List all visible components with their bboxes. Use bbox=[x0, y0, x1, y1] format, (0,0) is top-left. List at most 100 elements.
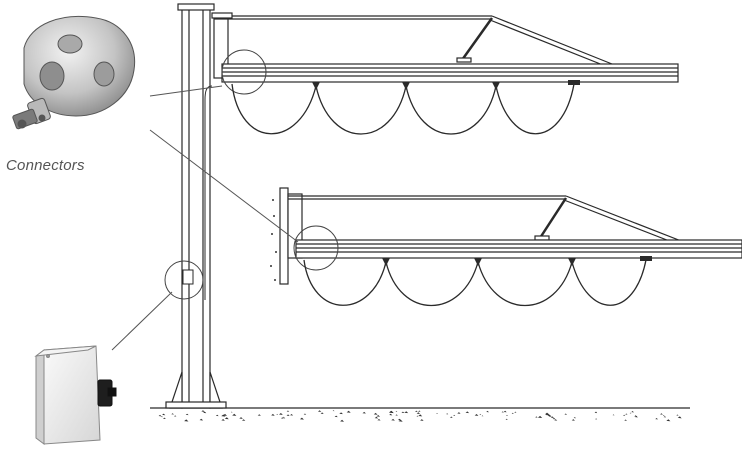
gravel-speck bbox=[282, 416, 285, 418]
column-isolator bbox=[164, 260, 204, 300]
gravel-speck bbox=[554, 419, 558, 421]
gravel-speck bbox=[174, 415, 177, 417]
gravel-speck bbox=[388, 410, 394, 413]
gravel-speck bbox=[332, 410, 335, 412]
gravel-speck bbox=[317, 410, 322, 412]
ground bbox=[150, 407, 690, 422]
gravel-speck bbox=[446, 413, 449, 415]
gravel-speck bbox=[511, 412, 514, 414]
gravel-speck bbox=[362, 411, 366, 414]
gravel-speck bbox=[503, 410, 507, 413]
wall-texture bbox=[270, 199, 277, 281]
gravel-speck bbox=[286, 410, 290, 412]
gravel-speck bbox=[436, 413, 438, 414]
gravel-speck bbox=[501, 411, 504, 413]
upper-jib-arm bbox=[211, 12, 679, 83]
gravel-speck bbox=[514, 411, 517, 413]
gravel-speck bbox=[623, 414, 626, 416]
gravel-speck bbox=[420, 419, 424, 421]
gravel-speck bbox=[660, 413, 663, 415]
gravel-speck bbox=[303, 413, 307, 415]
isolator-switch-photo bbox=[34, 345, 117, 445]
gravel-speck bbox=[552, 417, 556, 420]
crane-column bbox=[165, 3, 227, 409]
gravel-speck bbox=[548, 415, 552, 417]
gravel-speck bbox=[398, 419, 403, 422]
gravel-speck bbox=[286, 414, 290, 416]
gravel-speck bbox=[171, 413, 174, 415]
gravel-speck bbox=[377, 418, 381, 421]
gravel-speck bbox=[283, 417, 286, 419]
gravel-speck bbox=[612, 414, 615, 416]
gravel-speck bbox=[241, 419, 246, 421]
gravel-speck bbox=[594, 411, 598, 414]
gravel-speck bbox=[184, 419, 189, 422]
gravel-speck bbox=[339, 412, 343, 415]
gravel-speck bbox=[221, 418, 225, 421]
gravel-speck bbox=[200, 419, 203, 421]
gravel-speck bbox=[663, 416, 667, 418]
gravel-speck bbox=[202, 410, 205, 412]
gravel-speck bbox=[535, 416, 538, 418]
gravel-speck bbox=[457, 412, 461, 414]
gravel-speck bbox=[474, 414, 479, 416]
gravel-speck bbox=[537, 415, 543, 419]
gravel-speck bbox=[418, 410, 421, 412]
gravel-speck bbox=[162, 413, 166, 416]
gravel-speck bbox=[418, 414, 423, 417]
gravel-speck bbox=[276, 413, 279, 415]
upper-connector-callout bbox=[221, 49, 267, 95]
gravel-speck bbox=[334, 415, 338, 418]
lower-jib-arm bbox=[279, 187, 742, 285]
gravel-speck bbox=[185, 413, 189, 416]
gravel-speck bbox=[595, 418, 598, 420]
connectors-label: Connectors bbox=[6, 157, 85, 174]
gravel-speck bbox=[416, 415, 419, 417]
gravel-speck bbox=[391, 418, 395, 421]
gravel-speck bbox=[299, 417, 304, 420]
gravel-speck bbox=[666, 419, 671, 422]
gravel-speck bbox=[395, 414, 398, 416]
gravel-speck bbox=[564, 413, 568, 415]
gravel-speck bbox=[230, 411, 233, 413]
gravel-speck bbox=[629, 412, 632, 414]
gravel-speck bbox=[223, 413, 227, 416]
gravel-speck bbox=[257, 414, 261, 416]
gravel-speck bbox=[395, 410, 398, 412]
gravel-speck bbox=[486, 410, 489, 413]
gravel-speck bbox=[449, 416, 453, 418]
gravel-speck bbox=[221, 414, 226, 417]
gravel-speck bbox=[346, 410, 351, 413]
gravel-speck bbox=[239, 417, 243, 419]
gravel-speck bbox=[481, 415, 484, 417]
gravel-speck bbox=[506, 414, 508, 416]
gravel-speck bbox=[389, 413, 393, 416]
gravel-speck bbox=[662, 415, 665, 416]
gravel-speck bbox=[624, 419, 627, 421]
gravel-speck bbox=[215, 414, 219, 417]
gravel-speck bbox=[571, 419, 575, 421]
gravel-speck bbox=[158, 414, 162, 417]
gravel-speck bbox=[374, 416, 379, 419]
gravel-speck bbox=[340, 419, 345, 422]
gravel-speck bbox=[415, 410, 418, 412]
gravel-speck bbox=[635, 415, 638, 418]
gravel-speck bbox=[163, 417, 166, 419]
gravel-speck bbox=[232, 413, 237, 416]
gravel-speck bbox=[271, 413, 275, 416]
connector-photo bbox=[12, 16, 136, 130]
gravel-speck bbox=[416, 412, 421, 414]
gravel-speck bbox=[550, 416, 554, 418]
gravel-speck bbox=[505, 418, 508, 420]
gravel-speck bbox=[290, 414, 294, 416]
gravel-speck bbox=[279, 412, 283, 415]
gravel-speck bbox=[320, 412, 324, 414]
gravel-speck bbox=[224, 417, 229, 420]
gravel-speck bbox=[404, 411, 409, 414]
lower-festoon-cable bbox=[303, 256, 652, 307]
gravel-speck bbox=[161, 416, 163, 418]
gravel-speck bbox=[376, 414, 381, 417]
gravel-speck bbox=[479, 413, 482, 415]
